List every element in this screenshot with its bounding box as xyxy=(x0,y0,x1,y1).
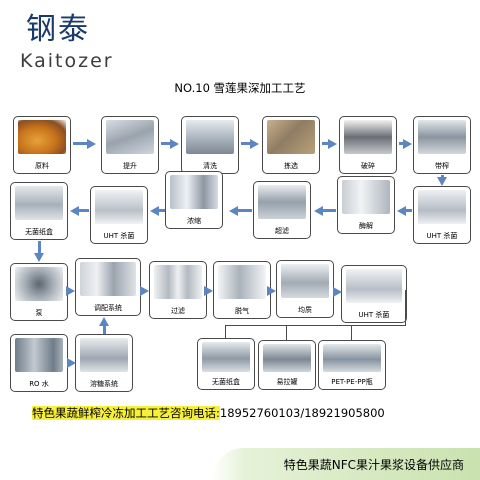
connector-line xyxy=(225,325,226,338)
step-label: 带榨 xyxy=(435,162,449,170)
step-lift: 提升 xyxy=(101,116,159,174)
arrow-left-icon xyxy=(314,206,323,216)
connector-line xyxy=(286,325,287,340)
step-label: 浓缩 xyxy=(187,217,201,225)
arrow-right-icon xyxy=(267,286,276,296)
arrow-left-icon xyxy=(229,206,238,216)
connector-line xyxy=(225,325,406,326)
step-pump: 泵 xyxy=(10,263,68,321)
step-label: 原料 xyxy=(35,162,49,170)
connector-line xyxy=(405,290,406,325)
step-blending-system: 调配系统 xyxy=(75,258,141,316)
step-label: 清洗 xyxy=(203,162,217,170)
step-aseptic-carton-1: 无菌纸盒 xyxy=(10,182,68,240)
step-sugar-dissolving: 溶糖系统 xyxy=(75,334,133,392)
step-label: 易拉罐 xyxy=(276,378,298,386)
arrow-down-icon xyxy=(34,253,44,262)
arrow-right-icon xyxy=(333,287,342,297)
flow-arrow xyxy=(323,209,336,212)
arrow-right-icon xyxy=(403,139,412,149)
step-label: 无菌纸盒 xyxy=(212,378,240,386)
arrow-left-icon xyxy=(397,206,406,216)
flow-arrow xyxy=(441,175,444,178)
connector-line xyxy=(351,325,352,340)
step-label: UHT 杀菌 xyxy=(358,311,390,319)
arrow-right-icon xyxy=(67,358,76,368)
step-label: 拣选 xyxy=(284,162,298,170)
arrow-right-icon xyxy=(140,286,149,296)
step-label: 溶糖系统 xyxy=(90,380,118,388)
flow-arrow xyxy=(159,209,165,212)
step-label: UHT 杀菌 xyxy=(103,232,135,240)
brand-logo-en: Kaitozer xyxy=(20,50,114,72)
step-raw-material: 原料 xyxy=(13,116,71,174)
brand-logo-cn: 钢泰 xyxy=(26,12,90,47)
step-uht-sterilize-1: UHT 杀菌 xyxy=(413,186,471,244)
step-label: PET-PE-PP瓶 xyxy=(331,378,373,386)
arrow-up-icon xyxy=(99,317,109,326)
step-label: UHT 杀菌 xyxy=(426,232,458,240)
contact-line: 特色果蔬鲜榨冷冻加工工艺咨询电话:18952760103/18921905800 xyxy=(32,405,385,421)
contact-text: 特色果蔬鲜榨冷冻加工工艺咨询电话: xyxy=(32,406,220,420)
arrow-right-icon xyxy=(328,139,337,149)
step-homogenize: 均质 xyxy=(276,260,334,318)
step-label: 调配系统 xyxy=(94,304,122,312)
step-uht-sterilize-2: UHT 杀菌 xyxy=(90,186,148,244)
step-label: 提升 xyxy=(123,162,137,170)
step-pet-bottle: PET-PE-PP瓶 xyxy=(318,340,386,390)
flow-arrow xyxy=(103,325,106,334)
arrow-left-icon xyxy=(150,206,159,216)
arrow-right-icon xyxy=(250,139,259,149)
flow-arrow xyxy=(406,209,412,212)
flow-arrow xyxy=(322,142,328,145)
step-deaerate: 脱气 xyxy=(213,261,271,319)
flow-arrow xyxy=(38,241,41,253)
step-wash: 清洗 xyxy=(181,116,239,174)
step-label: 无菌纸盒 xyxy=(25,228,53,236)
step-uht-sterilize-3: UHT 杀菌 xyxy=(341,265,407,323)
step-enzymolysis: 酶解 xyxy=(337,176,395,234)
step-label: 过滤 xyxy=(171,307,185,315)
flow-arrow xyxy=(73,142,87,145)
step-sort: 拣选 xyxy=(262,116,320,174)
step-filter: 过滤 xyxy=(149,261,207,319)
flow-arrow xyxy=(399,142,404,145)
step-concentrate: 浓缩 xyxy=(165,171,223,229)
step-belt-press: 带榨 xyxy=(413,116,471,174)
arrow-left-icon xyxy=(70,206,79,216)
step-ro-water: RO 水 xyxy=(10,334,68,392)
arrow-down-icon xyxy=(437,177,447,186)
flow-arrow xyxy=(241,142,250,145)
step-label: 均质 xyxy=(298,306,312,314)
diagram-title: NO.10 雪莲果深加工工艺 xyxy=(174,81,306,95)
step-label: 脱气 xyxy=(235,307,249,315)
step-label: RO 水 xyxy=(29,380,49,388)
arrow-right-icon xyxy=(87,139,96,149)
arrow-right-icon xyxy=(66,286,75,296)
contact-phones: 18952760103/18921905800 xyxy=(219,406,385,420)
step-label: 酶解 xyxy=(359,222,373,230)
flow-arrow xyxy=(161,142,170,145)
arrow-right-icon xyxy=(204,286,213,296)
step-label: 破碎 xyxy=(361,162,375,170)
flow-arrow xyxy=(79,209,89,212)
arrow-right-icon xyxy=(170,139,179,149)
step-pull-tab-can: 易拉罐 xyxy=(258,340,316,390)
step-crush: 破碎 xyxy=(339,116,397,174)
step-aseptic-carton-2: 无菌纸盒 xyxy=(197,338,255,390)
footer-banner: 特色果蔬NFC果汁果浆设备供应商 xyxy=(212,448,480,480)
step-ultrafiltration: 超滤 xyxy=(253,181,311,239)
step-label: 超滤 xyxy=(275,227,289,235)
footer-text: 特色果蔬NFC果汁果浆设备供应商 xyxy=(283,458,464,472)
flow-arrow xyxy=(238,209,252,212)
step-label: 泵 xyxy=(35,309,43,317)
